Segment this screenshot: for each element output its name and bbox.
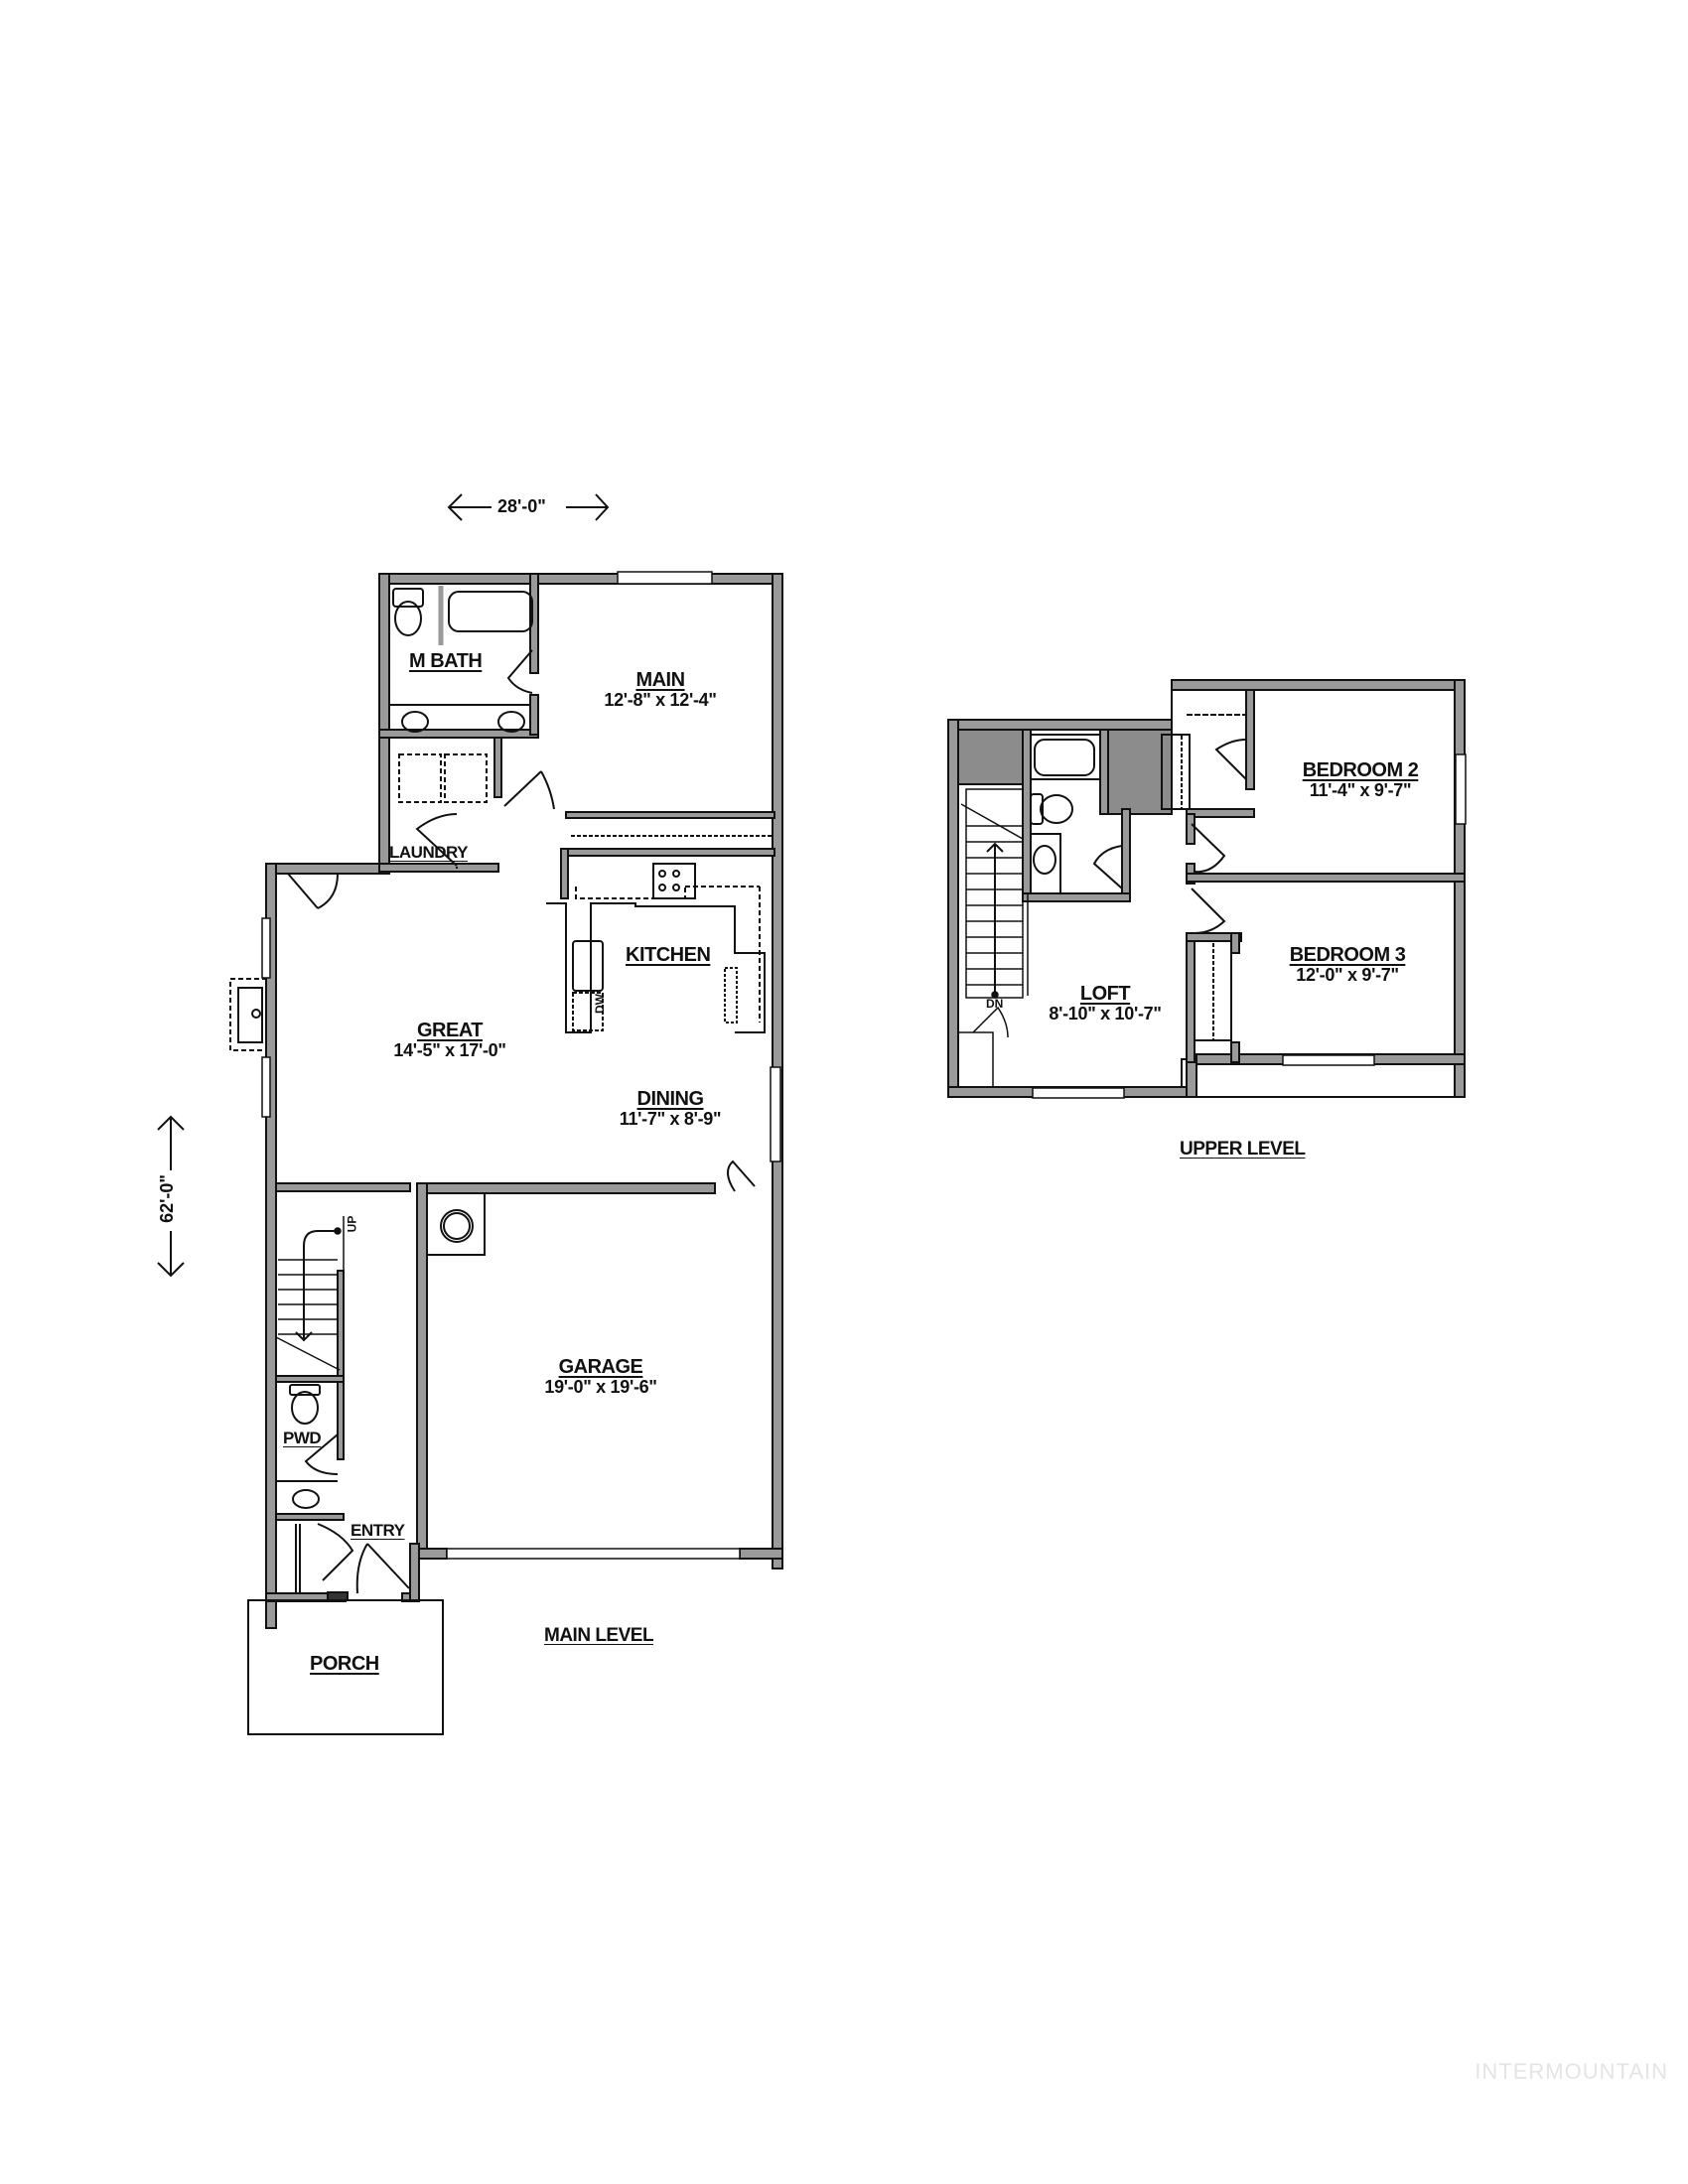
upper-bath-fixtures <box>1030 734 1123 894</box>
upper-windows <box>1032 753 1467 1099</box>
upper-closets-doors <box>1161 714 1247 1041</box>
laundry-fixtures <box>398 753 488 869</box>
room-label-great: GREAT 14'-5" x 17'-0" <box>393 1020 506 1060</box>
stairs-down-label: DN <box>986 997 1004 1011</box>
room-label-bedroom-3: BEDROOM 3 12'-0" x 9'-7" <box>1289 944 1406 985</box>
great-room-fixtures <box>229 873 756 1192</box>
windows <box>261 571 781 1560</box>
m-bath-fixtures <box>389 586 533 733</box>
watermark: INTERMOUNTAIN <box>1475 2059 1668 2084</box>
upper-level-walls <box>947 679 1466 1098</box>
porch-outline <box>247 1599 444 1735</box>
room-label-dining: DINING 11'-7" x 8'-9" <box>619 1088 722 1129</box>
room-label-main: MAIN 12'-8" x 12'-4" <box>604 669 717 710</box>
room-label-garage: GARAGE 19'-0" x 19'-6" <box>544 1356 657 1397</box>
depth-dimension-arrow <box>157 1115 185 1278</box>
room-label-pwd: PWD <box>283 1429 322 1447</box>
main-stairs <box>275 1216 345 1380</box>
kitchen-counters <box>546 863 766 1033</box>
room-label-bedroom-2: BEDROOM 2 11'-4" x 9'-7" <box>1302 759 1419 800</box>
upper-stairs <box>958 788 1029 1087</box>
room-label-entry: ENTRY <box>351 1521 405 1540</box>
room-label-loft: LOFT 8'-10" x 10'-7" <box>1049 983 1162 1024</box>
room-label-porch: PORCH <box>310 1653 379 1675</box>
main-level-title: MAIN LEVEL <box>544 1625 654 1646</box>
main-closet <box>503 770 773 837</box>
width-dimension-arrow <box>447 493 610 521</box>
pwd-fixtures <box>276 1384 339 1509</box>
room-label-kitchen: KITCHEN <box>626 944 711 966</box>
stairs-up-label: UP <box>345 1215 359 1233</box>
upper-level-title: UPPER LEVEL <box>1180 1139 1306 1160</box>
width-dimension-label: 28'-0" <box>493 496 550 517</box>
room-label-m-bath: M BATH <box>409 650 483 672</box>
depth-dimension-label: 62'-0" <box>156 1170 178 1227</box>
water-heater <box>426 1192 486 1256</box>
dishwasher-label: DW <box>593 994 607 1014</box>
room-label-laundry: LAUNDRY <box>389 843 468 862</box>
